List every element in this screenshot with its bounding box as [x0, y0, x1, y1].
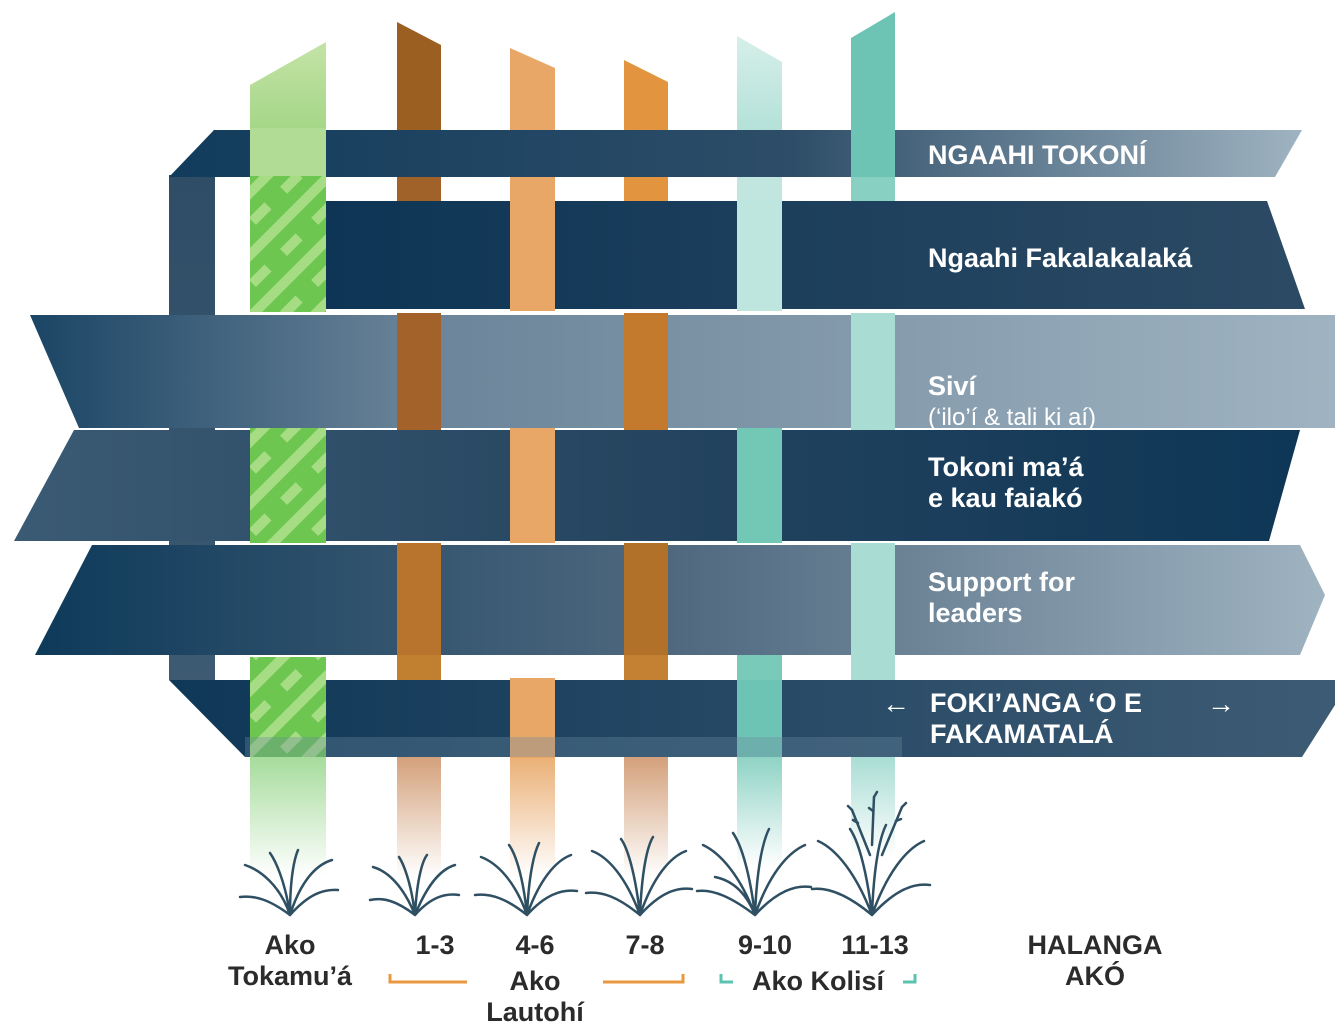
band-3 — [30, 315, 1335, 428]
band-label-ngaahi-fakalakalaka: Ngaahi Fakalakalaká — [928, 243, 1193, 273]
band-5 — [35, 545, 1325, 655]
band-4 — [14, 430, 1300, 541]
strand-tan-seg-3 — [510, 678, 555, 758]
label-year-7-8: 7-8 — [625, 930, 665, 960]
strand-mint-top — [737, 36, 782, 160]
overlay-bar — [245, 737, 902, 757]
label-ako-lautohi: Ako Lautohí — [486, 966, 584, 1027]
strand-mint-seg-2 — [737, 428, 782, 543]
plant-4-icon — [584, 835, 694, 917]
bracket-kolisi-right — [903, 974, 917, 984]
plant-6-icon — [810, 790, 932, 917]
plant-1-icon — [238, 848, 340, 917]
label-year-1-3: 1-3 — [415, 930, 455, 960]
strand-green-seg — [250, 128, 326, 180]
label-year-4-6: 4-6 — [515, 930, 555, 960]
band-2 — [326, 201, 1305, 309]
strand-brown-seg-2 — [397, 543, 441, 657]
strand-teal-seg-3 — [851, 543, 895, 657]
strand-orange-seg-2 — [624, 543, 668, 657]
strand-green-pattern-2 — [250, 428, 326, 543]
strand-mint-seg-3 — [737, 678, 782, 758]
label-year-9-10: 9-10 — [737, 930, 793, 960]
strand-green-pattern-3 — [250, 657, 326, 757]
strand-tan-seg — [510, 199, 555, 311]
band-label-sivi: Siví (‘ilo’í & tali ki aí) — [928, 340, 1096, 464]
strand-orange-seg — [624, 313, 668, 430]
strand-green-pattern-1 — [250, 176, 326, 312]
arrow-right-icon: → — [1207, 688, 1235, 719]
strand-brown-top — [397, 22, 441, 160]
strand-teal-seg-2 — [851, 313, 895, 430]
band-label-sivi-sub: (‘ilo’í & tali ki aí) — [928, 404, 1097, 431]
strand-gaps-b — [397, 655, 895, 680]
strand-brown-seg — [397, 313, 441, 430]
label-year-11-13: 11-13 — [841, 930, 909, 960]
strand-teal-seg — [851, 128, 895, 180]
bracket-kolisi-left — [719, 974, 733, 984]
band-label-ngaahi-tokoni: NGAAHI TOKONÍ — [928, 140, 1147, 170]
band-label-fokianga: FOKI’ANGA ‘O E FAKAMATALÁ — [930, 688, 1143, 749]
plant-3-icon — [473, 841, 579, 917]
plants — [238, 790, 932, 917]
strand-tan-seg-2 — [510, 428, 555, 543]
strand-teal-top — [851, 12, 895, 160]
label-ako-tokamua: Ako Tokamu’á — [227, 930, 353, 991]
band-label-sivi-title: Siví — [928, 371, 977, 401]
plant-2-icon — [368, 853, 461, 917]
strand-gaps-a — [250, 177, 895, 201]
label-ako-kolisi: Ako Kolisí — [751, 966, 885, 996]
strand-mint-seg — [737, 199, 782, 311]
band-label-tokoni-faiako: Tokoni ma’á e kau faiakó — [928, 452, 1084, 513]
plant-5-icon — [695, 827, 813, 917]
strand-tails — [250, 757, 895, 877]
band-label-support-leaders: Support for leaders — [928, 567, 1075, 628]
arrow-left-icon: ← — [882, 688, 910, 719]
bracket-lautohi-left — [388, 974, 467, 984]
label-halanga-ako: HALANGA AKÓ — [1027, 930, 1163, 991]
band-1 — [169, 130, 1302, 177]
brackets — [388, 974, 917, 984]
bracket-lautohi-right — [603, 974, 685, 984]
